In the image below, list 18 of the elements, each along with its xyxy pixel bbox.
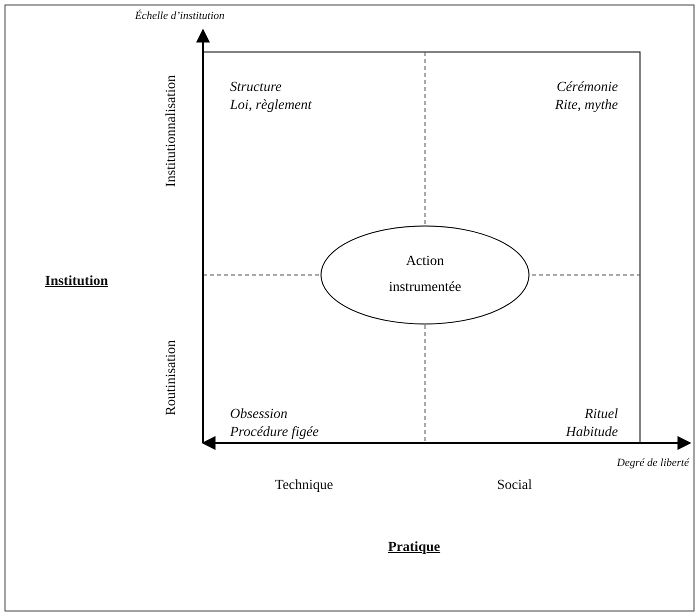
axis-label: Social	[497, 478, 532, 494]
axis-label: Routinisation	[164, 340, 180, 416]
axis-label: Technique	[275, 478, 334, 494]
axis-title: Échelle d’institution	[135, 8, 225, 24]
quadrant-label: Rituel	[584, 407, 618, 423]
quadrant-label: Cérémonie	[556, 80, 618, 96]
quadrant-label: Procédure figée	[230, 425, 319, 441]
axis-label: Institutionnalisation	[164, 75, 180, 187]
quadrant-label: Loi, règlement	[230, 98, 312, 114]
quadrant-label: Rite, mythe	[555, 98, 618, 114]
quadrant-label: Structure	[230, 80, 282, 96]
axis-heading: Pratique	[388, 540, 440, 556]
node-label: Action instrumentée	[388, 253, 462, 297]
axis-title: Degré de liberté	[616, 456, 689, 471]
quadrant-label: Habitude	[566, 425, 618, 441]
action-ellipse	[320, 225, 530, 325]
quadrant-label: Obsession	[230, 407, 288, 423]
axis-heading: Institution	[45, 274, 108, 290]
